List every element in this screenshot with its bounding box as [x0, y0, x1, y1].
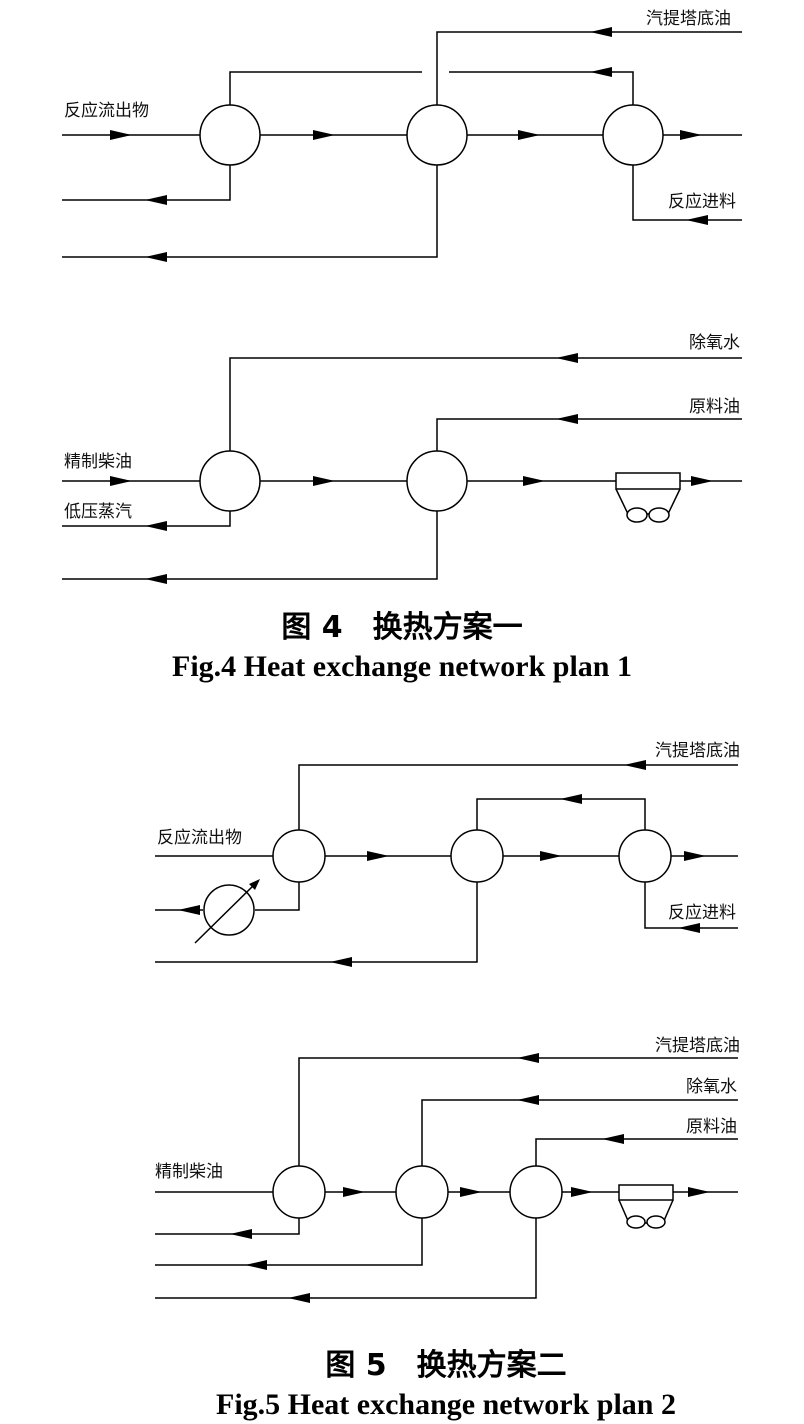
- arrow-right-icon: [680, 130, 702, 140]
- arrow-left-icon: [145, 521, 167, 531]
- fig5-outlet-line-2: [155, 882, 478, 963]
- arrow-left-icon: [245, 1260, 267, 1270]
- arrow-left-icon: [556, 414, 578, 424]
- fig5-top-network: 汽提塔底油 反应流出物 反应进料: [155, 741, 740, 967]
- fig4-exchanger-1: [199, 104, 261, 166]
- fig4-exchanger-5: [406, 450, 468, 512]
- arrow-right-icon: [523, 476, 545, 486]
- fig4-label-reactor-feed: 反应进料: [668, 192, 736, 211]
- fig4-caption-cn: 图 4 换热方案一: [281, 610, 522, 645]
- fig4-bottom-network: 除氧水 原料油 精制柴油 低压蒸汽: [62, 333, 742, 584]
- arrow-left-icon: [288, 1293, 310, 1303]
- fig5-label-stripper-bottoms-2: 汽提塔底油: [655, 1036, 740, 1055]
- arrow-left-icon: [590, 67, 612, 77]
- fig5-reactor-feed-line: [644, 882, 738, 929]
- fig5-label-reactor-feed: 反应进料: [668, 903, 736, 922]
- arrow-right-icon: [684, 851, 706, 861]
- fig5-outlet-line-3: [155, 1218, 300, 1235]
- fig5-outlet-line-5: [155, 1218, 537, 1299]
- fig5-caption-en: Fig.5 Heat exchange network plan 2: [216, 1388, 676, 1421]
- arrow-left-icon: [517, 1095, 539, 1105]
- fig5-stripper-bottoms-line: [298, 764, 738, 830]
- fig5-label-reactor-effluent: 反应流出物: [157, 828, 242, 847]
- fig4-exchanger-3: [602, 104, 664, 166]
- fig5-stripper-loop: [476, 798, 646, 830]
- arrow-left-icon: [686, 215, 708, 225]
- fig5-exchanger-2: [450, 829, 504, 883]
- arrow-right-icon: [571, 1187, 593, 1197]
- fig5-label-refined-diesel: 精制柴油: [155, 1162, 223, 1181]
- arrow-left-icon: [602, 1134, 624, 1144]
- arrow-right-icon: [110, 476, 132, 486]
- arrow-right-icon: [367, 851, 389, 861]
- arrow-right-icon: [540, 851, 562, 861]
- arrow-left-icon: [560, 794, 582, 804]
- fig4-steam-line: [62, 511, 231, 527]
- arrow-right-icon: [688, 1187, 710, 1197]
- arrow-right-icon: [691, 476, 713, 486]
- arrow-left-icon: [678, 923, 700, 933]
- fig4-outlet-line-2: [62, 165, 438, 258]
- fig5-outlet-line-4: [155, 1218, 423, 1266]
- fig4-air-cooler-icon: [615, 472, 681, 523]
- arrow-left-icon: [590, 27, 612, 37]
- fig5-heater-icon: [194, 879, 260, 944]
- fig5-exchanger-3: [618, 829, 672, 883]
- fig4-stripper-loop-right: [449, 71, 634, 105]
- arrow-left-icon: [145, 252, 167, 262]
- fig5-label-stripper-bottoms: 汽提塔底油: [655, 741, 740, 760]
- arrow-right-icon: [343, 1187, 365, 1197]
- fig4-stripper-bottoms-line: [436, 31, 742, 105]
- fig4-label-deaerated-water: 除氧水: [689, 333, 740, 352]
- arrow-left-icon: [556, 353, 578, 363]
- fig5-outlet-line-1: [255, 882, 300, 911]
- arrow-left-icon: [230, 1229, 252, 1239]
- fig4-stripper-loop-left: [229, 71, 422, 105]
- fig5-deaerated-water-line: [421, 1099, 738, 1166]
- fig4-label-low-pressure-steam: 低压蒸汽: [64, 502, 132, 521]
- arrow-right-icon: [518, 130, 540, 140]
- arrow-left-icon: [330, 957, 352, 967]
- arrow-right-icon: [313, 130, 335, 140]
- fig4-outlet-line-1: [62, 165, 231, 201]
- fig5-exchanger-1: [272, 829, 326, 883]
- fig5-label-raw-oil: 原料油: [686, 1117, 737, 1136]
- fig5-exchanger-6: [509, 1165, 563, 1219]
- fig4-raw-oil-outlet-line: [62, 511, 438, 580]
- fig4-label-refined-diesel: 精制柴油: [64, 452, 132, 471]
- fig5-raw-oil-line: [535, 1138, 738, 1166]
- arrow-left-icon: [517, 1053, 539, 1063]
- fig5-bottom-network: 汽提塔底油 除氧水 原料油 精制柴油: [155, 1036, 740, 1303]
- fig4-caption-en: Fig.4 Heat exchange network plan 1: [172, 650, 632, 683]
- arrow-right-icon: [313, 476, 335, 486]
- arrow-left-icon: [145, 195, 167, 205]
- arrow-left-icon: [145, 574, 167, 584]
- fig4-top-network: 反应流出物 汽提塔底油 反应进料: [62, 9, 742, 262]
- fig5-exchanger-5: [395, 1165, 449, 1219]
- fig4-label-stripper-bottoms: 汽提塔底油: [646, 9, 731, 28]
- fig5-caption-cn: 图 5 换热方案二: [325, 1348, 566, 1383]
- fig4-raw-oil-line: [436, 418, 742, 451]
- fig4-label-reactor-effluent: 反应流出物: [64, 101, 149, 120]
- fig5-air-cooler-icon: [618, 1184, 674, 1229]
- fig4-label-raw-oil: 原料油: [689, 397, 740, 416]
- fig4-deaerated-water-line: [229, 357, 742, 451]
- fig5-stripper-bottoms-line-2: [298, 1057, 738, 1166]
- fig5-label-deaerated-water: 除氧水: [686, 1077, 737, 1096]
- arrow-left-icon: [178, 905, 200, 915]
- fig4-exchanger-4: [199, 450, 261, 512]
- fig5-exchanger-4: [272, 1165, 326, 1219]
- arrow-right-icon: [460, 1187, 482, 1197]
- arrow-right-icon: [110, 130, 132, 140]
- arrow-left-icon: [624, 760, 646, 770]
- fig4-exchanger-2: [406, 104, 468, 166]
